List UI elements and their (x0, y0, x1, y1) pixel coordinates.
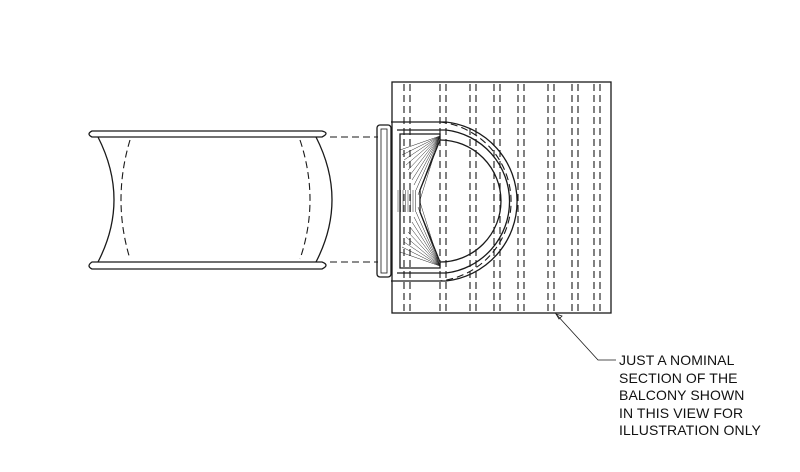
hatch-bottom-0 (399, 251, 441, 267)
balcony-dashed-lines (403, 84, 601, 311)
hatch-bottom-2 (403, 241, 441, 267)
note-line-5: ILLUSTRATION ONLY (619, 422, 761, 439)
hatch-top-0 (399, 135, 441, 151)
hatch-bottom-3 (405, 236, 441, 267)
callout-note: JUST A NOMINAL SECTION OF THE BALCONY SH… (619, 352, 797, 440)
hatch-top-5 (409, 135, 441, 176)
note-line-3: BALCONY SHOWN (619, 387, 745, 404)
hatch-bottom-6 (411, 221, 441, 267)
note-line-1: JUST A NOMINAL (619, 352, 735, 368)
hatch-top-6 (411, 135, 441, 181)
hatch-bottom-7 (413, 216, 441, 267)
hatch-top-2 (403, 135, 441, 161)
note-line-4: IN THIS VIEW FOR (619, 404, 744, 421)
hatch-bottom-5 (409, 226, 441, 267)
hatch-top-7 (413, 135, 441, 186)
hatch-top-1 (401, 135, 441, 156)
pipe-cylinder (88, 130, 378, 270)
hatch-bottom-8 (415, 211, 441, 267)
hatch-top-8 (415, 135, 441, 191)
hatch-top-3 (405, 135, 441, 166)
d-clamp (376, 121, 518, 282)
note-line-2: SECTION OF THE (619, 369, 738, 386)
hatch-top-4 (407, 135, 441, 171)
hatch-bottom-1 (401, 246, 441, 267)
hatch-bottom-4 (407, 231, 441, 267)
leader-line (555, 313, 616, 361)
